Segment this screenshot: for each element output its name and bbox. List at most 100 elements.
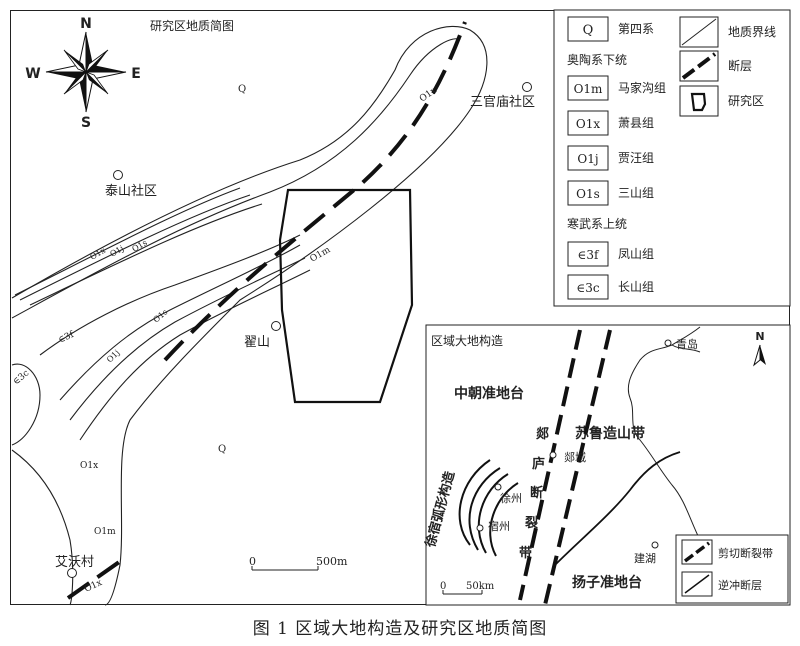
inset-north-label: N (755, 330, 764, 343)
unit-label-o1j-b: O1j (105, 348, 121, 364)
unit-label-o1s-b: O1s (152, 308, 170, 325)
unit-e3c-outline (11, 363, 41, 446)
figure-caption: 图 1 区域大地构造及研究区地质简图 (252, 619, 548, 639)
boundary-inner-3 (69, 257, 306, 421)
legend-swatch-o1m (567, 75, 609, 101)
legend-ordovician-header: 奥陶系下统 (567, 52, 627, 67)
legend-study-area-icon (690, 92, 707, 112)
legend-label-fault: 断层 (728, 58, 752, 73)
place-marker-taishan (113, 170, 123, 180)
compass-w: W (25, 66, 40, 82)
legend-label-o1s: 三山组 (618, 186, 654, 200)
inset-sulu: 苏鲁造山带 (575, 425, 645, 442)
legend-swatch-e3f (567, 241, 609, 267)
inset-xusu-arc-3 (477, 473, 509, 554)
unit-label-q1: Q (238, 84, 246, 95)
inset-scale-end: 50km (466, 581, 495, 592)
inset-scale-bar (442, 590, 483, 595)
place-aiwocun: 艾沃村 (55, 555, 94, 570)
inset-xusu-arc-4 (489, 482, 519, 557)
inset-suzhou: 宿州 (488, 519, 510, 533)
inset-thrust-fault (554, 451, 681, 566)
inset-marker-suzhou (476, 524, 484, 532)
legend-swatch-q (567, 16, 609, 42)
inset-marker-jianhu (651, 541, 659, 549)
boundary-o1x-a (14, 187, 241, 296)
inset-marker-xuzhou (494, 483, 502, 491)
legend-boundary-line (681, 18, 717, 46)
legend: Q 第四系 奥陶系下统 O1m 马家沟组 O1x 萧县组 O1j 贾汪组 O1s… (567, 16, 776, 300)
boundary-south-arc (11, 449, 74, 606)
main-scale-zero: 0 (249, 555, 256, 568)
legend-label-q: 第四系 (618, 22, 654, 36)
inset-legend-thrust-line (684, 574, 710, 594)
inset-scale-zero: 0 (440, 581, 446, 592)
inset-legend-thrust: 逆冲断层 (718, 578, 762, 592)
compass-s: S (81, 115, 91, 131)
inset-xusu-arc-1 (458, 459, 491, 546)
legend-code-e3c: ∈3c (576, 281, 600, 295)
boundary-inner-2 (59, 244, 301, 401)
boundary-o1j-a (19, 194, 251, 301)
unit-label-o1s-a: O1s (131, 238, 149, 254)
inset-legend-shear-line (683, 541, 711, 563)
inset-tanlu-fault-west (518, 329, 582, 601)
compass-e: E (131, 66, 141, 82)
unit-label-q2: Q (218, 444, 226, 455)
inset-marker-qingdao (664, 339, 672, 347)
legend-code-q: Q (583, 23, 594, 38)
legend-code-o1m: O1m (574, 82, 603, 96)
inset-tancheng: 郯城 (564, 450, 586, 464)
legend-label-boundary: 地质界线 (728, 25, 776, 39)
legend-label-e3f: 凤山组 (618, 247, 654, 261)
legend-code-e3f: ∈3f (578, 248, 601, 262)
place-sanguanmiao: 三官庙社区 (470, 94, 535, 110)
place-marker-dishan (271, 321, 281, 331)
inset-title: 区域大地构造 (431, 333, 503, 348)
legend-label-study-area: 研究区 (728, 93, 764, 108)
inset-coastline-detail (671, 344, 701, 353)
legend-swatch-e3c (567, 274, 609, 300)
inset-tanlu-4: 裂 (524, 515, 539, 531)
boundary-outer-south (11, 38, 461, 319)
legend-code-o1s: O1s (576, 187, 600, 201)
legend-label-o1x: 萧县组 (618, 116, 654, 130)
inset-north-arrow-icon (753, 344, 766, 367)
place-marker-aiwocun (67, 568, 77, 578)
inset-tanlu-1: 郯 (536, 426, 549, 442)
boundary-o1s-a (29, 203, 263, 306)
legend-label-o1j: 贾汪组 (618, 151, 654, 165)
unit-label-o1m-b: O1m (94, 527, 116, 537)
inset-tanlu-fault-east (543, 329, 612, 606)
main-map-title: 研究区地质简图 (150, 18, 234, 33)
inset-jianhu: 建湖 (634, 551, 656, 565)
inset-xusu-arc-2 (468, 467, 501, 551)
legend-code-o1j: O1j (577, 152, 598, 166)
inset-tanlu-2: 庐 (532, 456, 545, 472)
main-scale-bar (251, 566, 319, 571)
place-dishan: 翟山 (244, 335, 270, 350)
inset-legend-shear: 剪切断裂带 (718, 546, 773, 560)
inset-tanlu-5: 带 (519, 545, 532, 561)
geologic-map (11, 25, 488, 606)
study-area-outline (278, 188, 414, 404)
place-taishan: 泰山社区 (105, 183, 157, 199)
boundary-outer-north (11, 25, 488, 606)
inset-tanlu-3: 断 (530, 485, 543, 501)
inset-marker-tancheng (549, 451, 557, 459)
legend-code-o1x: O1x (576, 117, 600, 131)
legend-swatch-study-area (679, 85, 719, 117)
compass-n: N (80, 16, 92, 32)
aiwocun-fault (66, 558, 124, 600)
legend-label-e3c: 长山组 (618, 280, 654, 294)
inset-xuzhou: 徐州 (500, 491, 522, 505)
unit-label-e3c: ∈3c (12, 368, 32, 387)
legend-cambrian-header: 寒武系上统 (567, 216, 627, 231)
legend-fault-line (681, 52, 717, 80)
legend-swatch-o1x (567, 110, 609, 136)
compass-icon (45, 31, 127, 113)
unit-label-o1x-b: O1x (80, 461, 98, 471)
main-scale-end: 500m (316, 555, 348, 568)
boundary-inner-4 (79, 269, 311, 441)
